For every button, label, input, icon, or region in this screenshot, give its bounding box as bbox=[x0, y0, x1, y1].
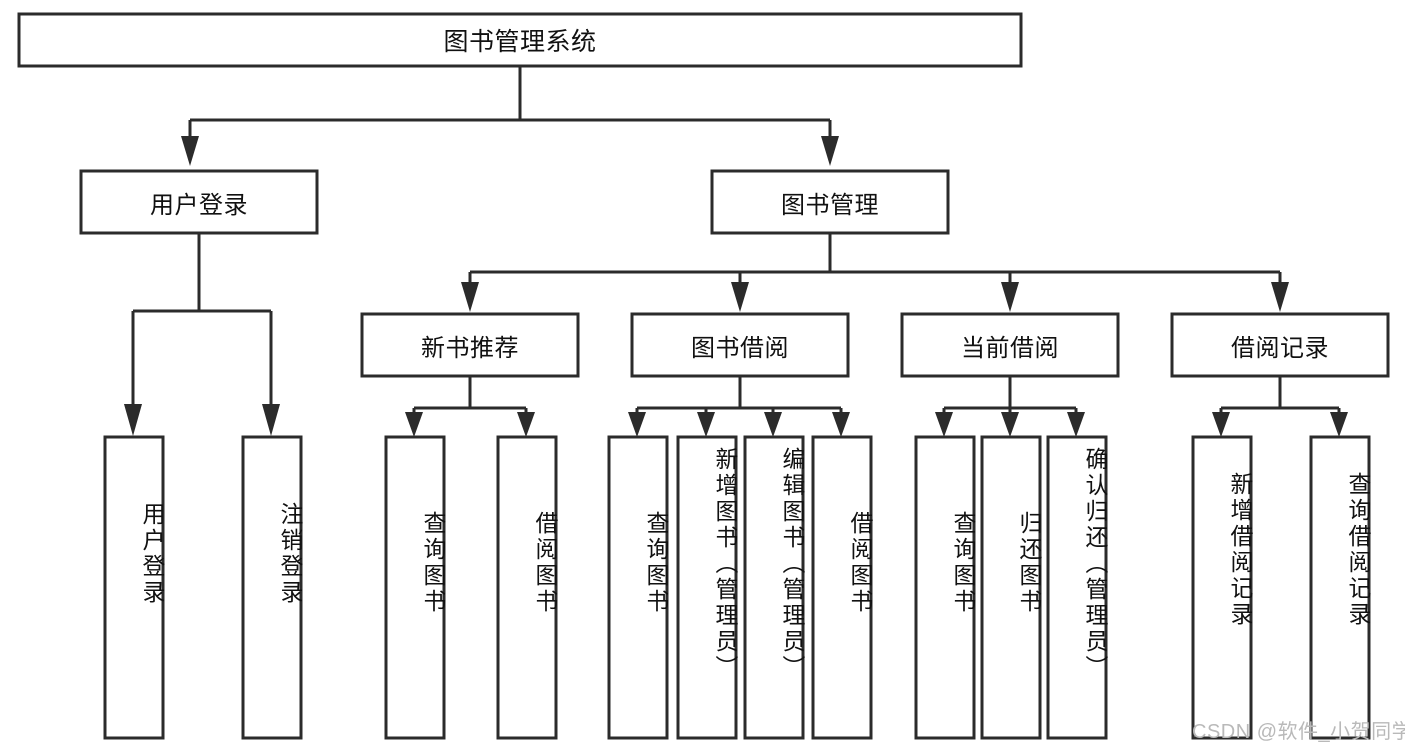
node-borrow-record-box[interactable] bbox=[1170, 312, 1390, 378]
arrow-head-new-book-leaf-2 bbox=[517, 412, 535, 437]
node-leaf-add-record-br-box[interactable] bbox=[1191, 435, 1253, 740]
node-leaf-query-book-nbr-box[interactable] bbox=[384, 435, 446, 740]
node-leaf-edit-book-bb-box[interactable] bbox=[743, 435, 805, 740]
arrow-head-borrow-record-leaf-2 bbox=[1330, 412, 1348, 437]
arrow-head-book-borrow-leaf-4 bbox=[832, 412, 850, 437]
arrow-head-user-login-leaf-2 bbox=[262, 404, 280, 436]
node-leaf-add-book-bb-box[interactable] bbox=[676, 435, 738, 740]
arrow-head-current-borrow-leaf-2 bbox=[1001, 412, 1019, 437]
node-new-book-recommend-box[interactable] bbox=[360, 312, 580, 378]
arrow-head-current-borrow-leaf-3 bbox=[1067, 412, 1085, 437]
node-leaf-logout-box[interactable] bbox=[241, 435, 303, 740]
arrow-head-current-borrow bbox=[1001, 282, 1019, 312]
node-book-manage-box[interactable] bbox=[710, 169, 950, 235]
arrow-head-new-book-recommend bbox=[461, 282, 479, 312]
node-root-box[interactable] bbox=[17, 12, 1023, 68]
arrow-head-to-user-login bbox=[181, 136, 199, 166]
node-current-borrow-box[interactable] bbox=[900, 312, 1120, 378]
node-leaf-query-book-bb-box[interactable] bbox=[607, 435, 669, 740]
arrow-head-book-borrow-leaf-2 bbox=[697, 412, 715, 437]
node-book-borrow-box[interactable] bbox=[630, 312, 850, 378]
node-leaf-return-book-cb-box[interactable] bbox=[980, 435, 1042, 740]
node-user-login-box[interactable] bbox=[79, 169, 319, 235]
arrow-head-book-borrow-leaf-1 bbox=[628, 412, 646, 437]
arrow-head-new-book-leaf-1 bbox=[405, 412, 423, 437]
node-leaf-borrow-book-bb-box[interactable] bbox=[811, 435, 873, 740]
node-leaf-query-record-br-box[interactable] bbox=[1309, 435, 1371, 740]
arrow-head-borrow-record-leaf-1 bbox=[1212, 412, 1230, 437]
node-leaf-user-login-box[interactable] bbox=[103, 435, 165, 740]
arrow-head-to-book-manage bbox=[821, 136, 839, 166]
node-leaf-confirm-return-cb-box[interactable] bbox=[1046, 435, 1108, 740]
arrow-head-user-login-leaf-1 bbox=[124, 404, 142, 436]
arrow-head-borrow-record bbox=[1271, 282, 1289, 312]
watermark-label: CSDN @软件_小贺同学 bbox=[1192, 721, 1405, 743]
arrow-head-current-borrow-leaf-1 bbox=[935, 412, 953, 437]
node-leaf-borrow-book-nbr-box[interactable] bbox=[496, 435, 558, 740]
node-leaf-query-book-cb-box[interactable] bbox=[914, 435, 976, 740]
arrow-head-book-borrow-leaf-3 bbox=[764, 412, 782, 437]
arrow-head-book-borrow bbox=[731, 282, 749, 312]
